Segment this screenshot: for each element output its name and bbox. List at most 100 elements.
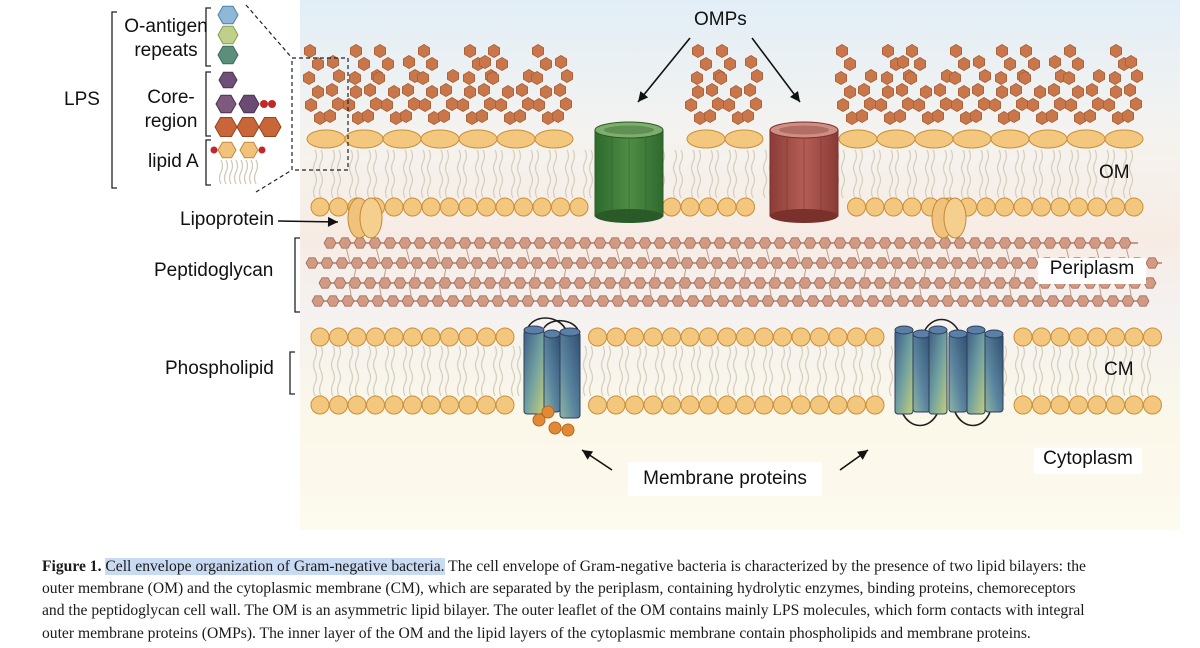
- lipid-tail: [456, 149, 462, 199]
- pg-crosslink: [712, 262, 718, 284]
- pg-crosslink: [592, 262, 598, 284]
- pg-sugar: [543, 277, 557, 289]
- lipid-tail: [564, 149, 570, 199]
- lps-sugar: [1110, 44, 1122, 58]
- lipid-head: [736, 327, 755, 347]
- lps-sugar: [996, 44, 1008, 58]
- lps-sugar: [483, 97, 497, 111]
- arrow-shaft: [637, 37, 691, 103]
- lipid-head: [310, 197, 330, 217]
- lipid-head: [791, 327, 811, 347]
- lipid-tail: [750, 345, 756, 397]
- lps-sugar: [995, 71, 1007, 85]
- lps-sugar: [950, 44, 962, 58]
- pg-crosslink: [982, 262, 988, 284]
- lipid-tail: [768, 345, 774, 397]
- pg-crosslink: [892, 262, 898, 284]
- lps-sugar: [462, 71, 476, 85]
- lipid-tail: [894, 149, 900, 199]
- lipid-tail: [546, 149, 552, 199]
- lps-sugar: [407, 97, 421, 111]
- lipid-tail: [672, 345, 678, 397]
- lipid-head: [382, 129, 422, 149]
- lipoprotein-right: [931, 197, 967, 239]
- lipid-tail: [588, 149, 594, 199]
- lps-sugar: [439, 83, 453, 97]
- lps-sugar: [486, 71, 500, 85]
- lps-sugar: [1010, 83, 1022, 97]
- lipid-tail: [510, 345, 516, 397]
- lps-sugar: [844, 57, 856, 71]
- pg-sugar: [993, 277, 1007, 289]
- protein-bead: [548, 421, 562, 435]
- pg-sugar: [593, 237, 607, 249]
- lps-sugar: [1110, 85, 1122, 99]
- pg-sugar: [320, 257, 334, 269]
- lipid-head: [847, 327, 866, 347]
- helix-body: [523, 329, 545, 415]
- pg-sugar: [803, 237, 817, 249]
- lipid-tail: [858, 345, 864, 397]
- pg-sugar: [573, 277, 587, 289]
- phospholipid-bracket: [289, 351, 295, 395]
- pg-sugar: [383, 237, 397, 249]
- lps-sugar: [477, 83, 491, 97]
- lipid-tail: [852, 149, 858, 199]
- lipid-tail: [1068, 149, 1074, 199]
- protein-bead: [541, 405, 555, 419]
- pg-sugar: [588, 277, 602, 289]
- pg-sugar: [425, 257, 439, 269]
- lps-sugar: [331, 97, 345, 111]
- pg-sugar: [821, 295, 835, 307]
- lipid-head: [686, 129, 726, 149]
- lps-sugar: [836, 44, 848, 58]
- zoom-line: [255, 169, 293, 193]
- lps-sugar: [835, 71, 847, 85]
- pg-sugar: [408, 277, 422, 289]
- pg-sugar: [603, 277, 617, 289]
- lps-sugar: [896, 83, 908, 97]
- lipid-head: [329, 395, 348, 415]
- helix-body: [928, 329, 948, 415]
- pg-sugar: [348, 277, 362, 289]
- lipid-head: [1124, 395, 1144, 415]
- pg-sugar: [888, 277, 902, 289]
- barrel-pore: [779, 125, 829, 135]
- lipid-head: [724, 129, 764, 149]
- cm-helix-2: [543, 329, 561, 413]
- lps-chain: [372, 44, 403, 125]
- lps-sugar: [363, 83, 377, 97]
- lps-sugar: [1004, 57, 1016, 71]
- lps-sugar: [1063, 71, 1075, 85]
- pg-sugar: [365, 257, 379, 269]
- pg-crosslink: [648, 282, 653, 302]
- pg-sugar: [1106, 295, 1120, 307]
- lps-chain: [1122, 55, 1143, 123]
- lipid-tail: [1032, 345, 1038, 397]
- pg-sugar: [791, 295, 805, 307]
- lipoprotein-arrow: [277, 216, 339, 227]
- caption-line-2: outer membrane (OM) and the cytoplasmic …: [42, 580, 1076, 598]
- omps-label: OMPs: [694, 9, 747, 30]
- lps-sugar: [875, 98, 887, 112]
- lipid-tail: [678, 149, 684, 199]
- lipid-bilayers: [306, 129, 1162, 415]
- lps-chain: [715, 44, 744, 125]
- lipid-head: [1124, 327, 1144, 347]
- lipid-head: [865, 197, 885, 217]
- pg-crosslink: [922, 262, 928, 284]
- lps-sugar: [313, 111, 327, 125]
- lipid-tail: [732, 149, 738, 199]
- pg-sugar: [596, 295, 610, 307]
- lipid-head: [1013, 327, 1033, 347]
- lipid-tail: [798, 345, 804, 397]
- lipid-a-label: lipid A: [148, 151, 199, 172]
- lps-chain: [1046, 55, 1067, 123]
- lps-chain: [399, 55, 422, 123]
- lps-chain: [742, 55, 763, 123]
- cm-helix-right-6: [984, 329, 1004, 413]
- lipid-head: [1032, 197, 1051, 217]
- lps-sugar: [372, 71, 386, 85]
- lipid-tail: [870, 345, 876, 397]
- pg-crosslink: [862, 262, 868, 284]
